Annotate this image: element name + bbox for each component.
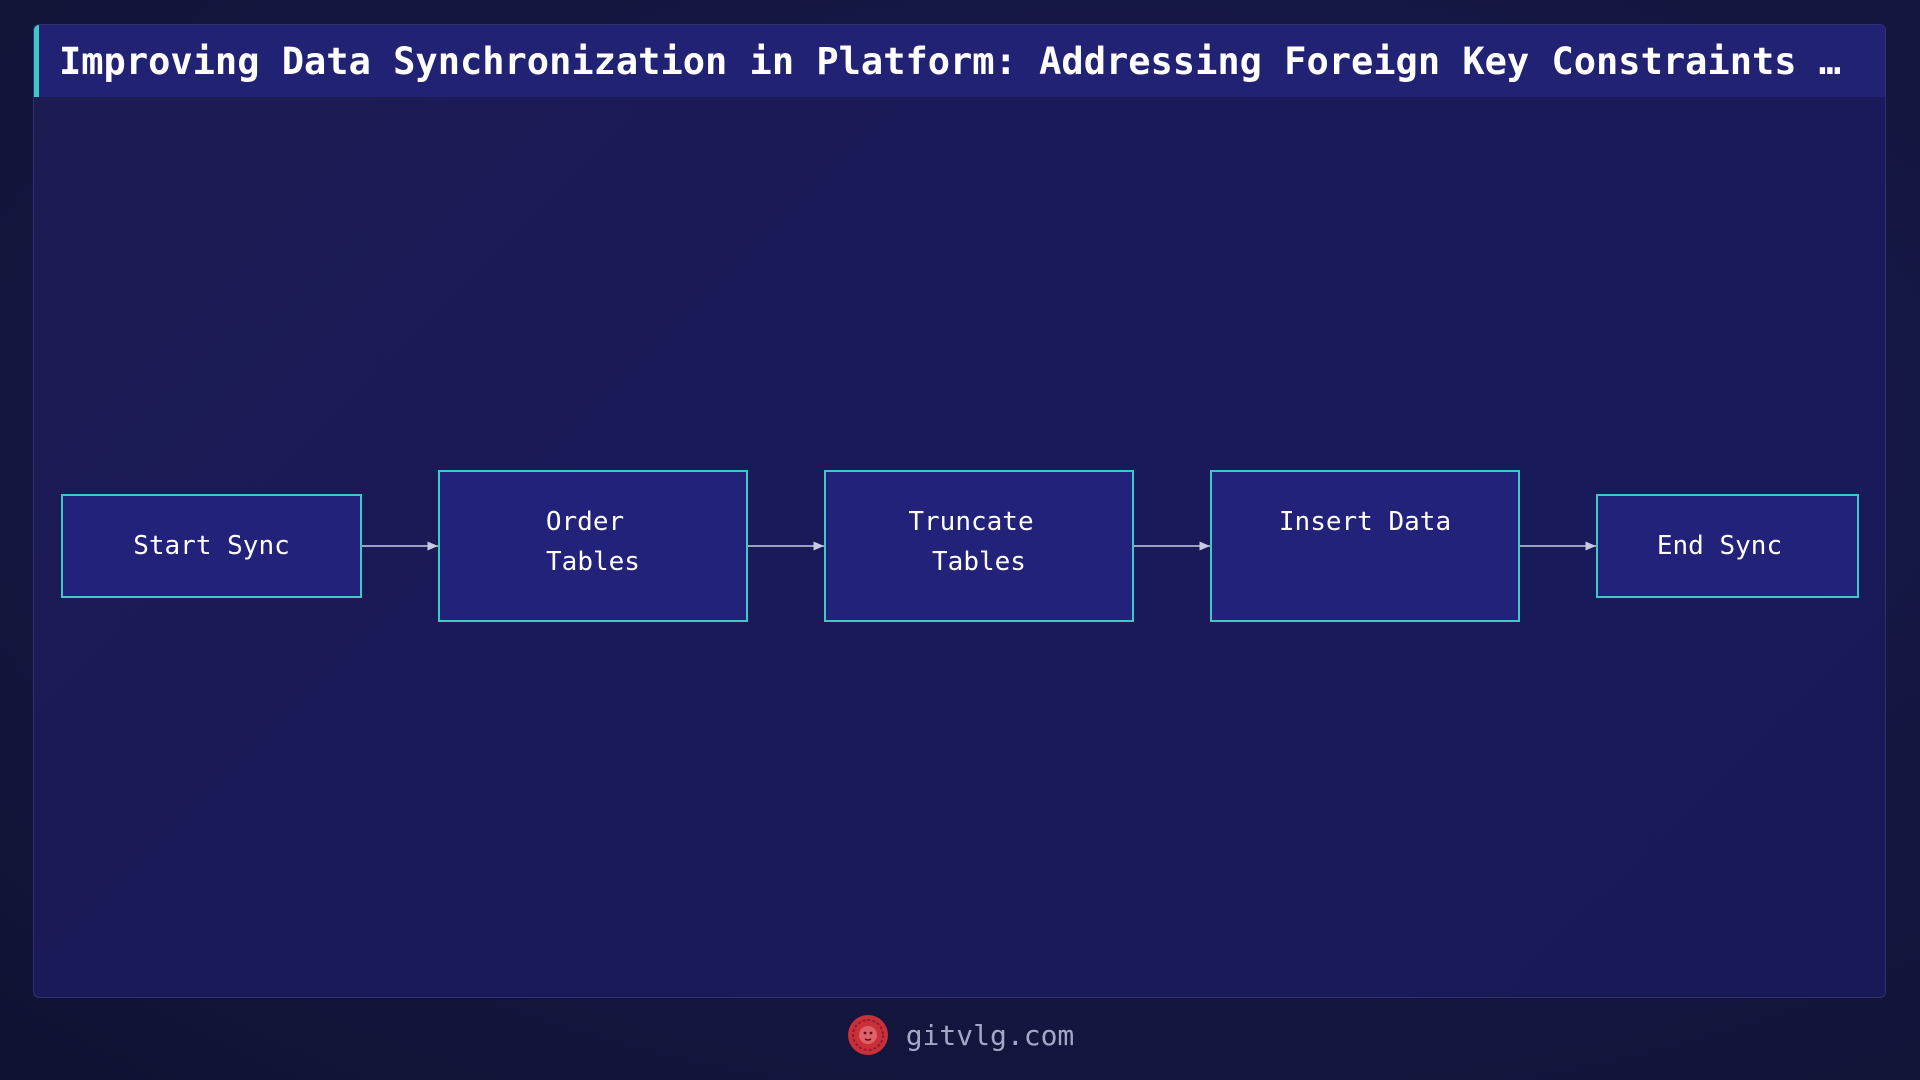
footer-site-link[interactable]: gitvlg.com [905,1018,1075,1052]
node-label-line-1: Truncate [908,507,1034,537]
node-start-sync: Start Sync [61,494,362,598]
node-label: End Sync [1656,531,1783,561]
node-label: Insert Data [1278,507,1452,537]
node-end-sync: End Sync [1596,494,1859,598]
node-label-line-1: Order [545,507,625,537]
footer: gitvlg.com [0,1010,1920,1060]
node-insert-data: Insert Data [1210,470,1520,622]
lion-logo-icon [847,1015,888,1055]
node-label-line-2: Tables [932,547,1026,577]
node-truncate-tables: Truncate Tables [824,470,1134,622]
node-label: Start Sync [133,531,290,561]
node-order-tables: Order Tables [438,470,748,622]
node-label-line-2: Tables [546,547,640,577]
title-bar: Improving Data Synchronization in Platfo… [34,25,1885,97]
